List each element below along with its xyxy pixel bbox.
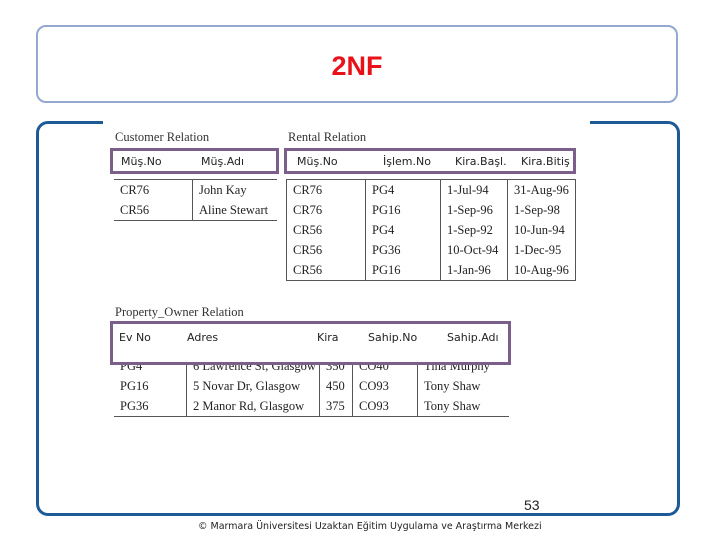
table-row: CR76 PG4 1-Jul-94 31-Aug-96 bbox=[286, 179, 576, 200]
table-cell: Tony Shaw bbox=[424, 378, 481, 393]
table-cell: CO93 bbox=[352, 376, 418, 396]
table-cell: Aline Stewart bbox=[199, 202, 269, 217]
table-cell: 450 bbox=[319, 376, 353, 396]
table-row: CR56 PG36 10-Oct-94 1-Dec-95 bbox=[286, 240, 576, 260]
table-cell: PG4 bbox=[365, 179, 441, 200]
table-cell: 1-Sep-98 bbox=[514, 202, 560, 217]
table-cell: 1-Sep-96 bbox=[440, 200, 508, 220]
table-cell: Tony Shaw bbox=[424, 398, 481, 413]
table-cell: 375 bbox=[319, 396, 353, 417]
table-cell: CR76 bbox=[286, 179, 366, 200]
rental-header-box: Müş.No İşlem.No Kira.Başl. Kira.Bitiş bbox=[284, 148, 576, 174]
table-row: PG36 2 Manor Rd, Glasgow 375 CO93 Tony S… bbox=[114, 396, 509, 417]
rental-relation-label: Rental Relation bbox=[288, 130, 367, 144]
table-cell: 10-Oct-94 bbox=[440, 240, 508, 260]
table-cell: PG16 bbox=[365, 200, 441, 220]
header-cell: İşlem.No bbox=[383, 155, 431, 168]
table-row: CR76 PG16 1-Sep-96 1-Sep-98 bbox=[286, 200, 576, 220]
table-cell: CR56 bbox=[286, 260, 366, 281]
header-cell: Müş.No bbox=[121, 155, 162, 168]
header-cell: Kira.Başl. bbox=[455, 155, 507, 168]
header-cell: Sahip.Adı bbox=[447, 331, 499, 344]
header-cell: Kira.Bitiş bbox=[521, 155, 570, 168]
header-cell: Adres bbox=[187, 331, 219, 344]
table-cell: John Kay bbox=[199, 182, 247, 197]
header-cell: Sahip.No bbox=[368, 331, 418, 344]
table-cell: PG16 bbox=[365, 260, 441, 281]
customer-relation-label: Customer Relation bbox=[115, 130, 210, 144]
table-cell: CR76 bbox=[286, 200, 366, 220]
header-cell: Kira bbox=[317, 331, 339, 344]
table-cell: CR56 bbox=[286, 220, 366, 240]
table-row: CR56 PG16 1-Jan-96 10-Aug-96 bbox=[286, 260, 576, 281]
page-number: 53 bbox=[524, 497, 540, 513]
table-cell: 1-Jul-94 bbox=[440, 179, 508, 200]
property-owner-header-box: Ev No Adres Kira Sahip.No Sahip.Adı bbox=[110, 321, 511, 365]
customer-header-box: Müş.No Müş.Adı bbox=[110, 148, 279, 174]
customer-table: CR76 John Kay CR56 Aline Stewart bbox=[114, 179, 277, 221]
property-owner-table: PG4 6 Lawrence St, Glasgow 350 CO40 Tina… bbox=[114, 355, 509, 417]
table-cell: 5 Novar Dr, Glasgow bbox=[186, 376, 320, 396]
table-cell: 1-Dec-95 bbox=[514, 242, 562, 257]
title-frame: 2NF bbox=[36, 25, 678, 103]
table-cell: 2 Manor Rd, Glasgow bbox=[186, 396, 320, 417]
table-row: CR76 John Kay bbox=[114, 179, 277, 200]
table-cell: 10-Jun-94 bbox=[514, 222, 565, 237]
table-cell: CR56 bbox=[286, 240, 366, 260]
table-row: CR56 Aline Stewart bbox=[114, 200, 277, 221]
slide-title: 2NF bbox=[331, 51, 383, 81]
table-cell: PG36 bbox=[365, 240, 441, 260]
table-cell: PG4 bbox=[365, 220, 441, 240]
table-cell: 31-Aug-96 bbox=[514, 182, 569, 197]
header-cell: Müş.Adı bbox=[201, 155, 245, 168]
table-cell: CO93 bbox=[352, 396, 418, 417]
rental-table: CR76 PG4 1-Jul-94 31-Aug-96 CR76 PG16 1-… bbox=[286, 179, 576, 281]
table-cell: PG36 bbox=[114, 396, 187, 417]
header-cell: Ev No bbox=[119, 331, 151, 344]
table-cell: CR76 bbox=[114, 179, 193, 200]
footer-text: © Marmara Üniversitesi Uzaktan Eğitim Uy… bbox=[198, 521, 542, 532]
table-cell: CR56 bbox=[114, 200, 193, 221]
table-cell: 10-Aug-96 bbox=[514, 262, 569, 277]
table-cell: 1-Jan-96 bbox=[440, 260, 508, 281]
header-cell: Müş.No bbox=[297, 155, 338, 168]
table-row: PG16 5 Novar Dr, Glasgow 450 CO93 Tony S… bbox=[114, 376, 509, 396]
property-owner-relation-label: Property_Owner Relation bbox=[115, 305, 244, 319]
table-cell: 1-Sep-92 bbox=[440, 220, 508, 240]
table-row: CR56 PG4 1-Sep-92 10-Jun-94 bbox=[286, 220, 576, 240]
table-cell: PG16 bbox=[114, 376, 187, 396]
